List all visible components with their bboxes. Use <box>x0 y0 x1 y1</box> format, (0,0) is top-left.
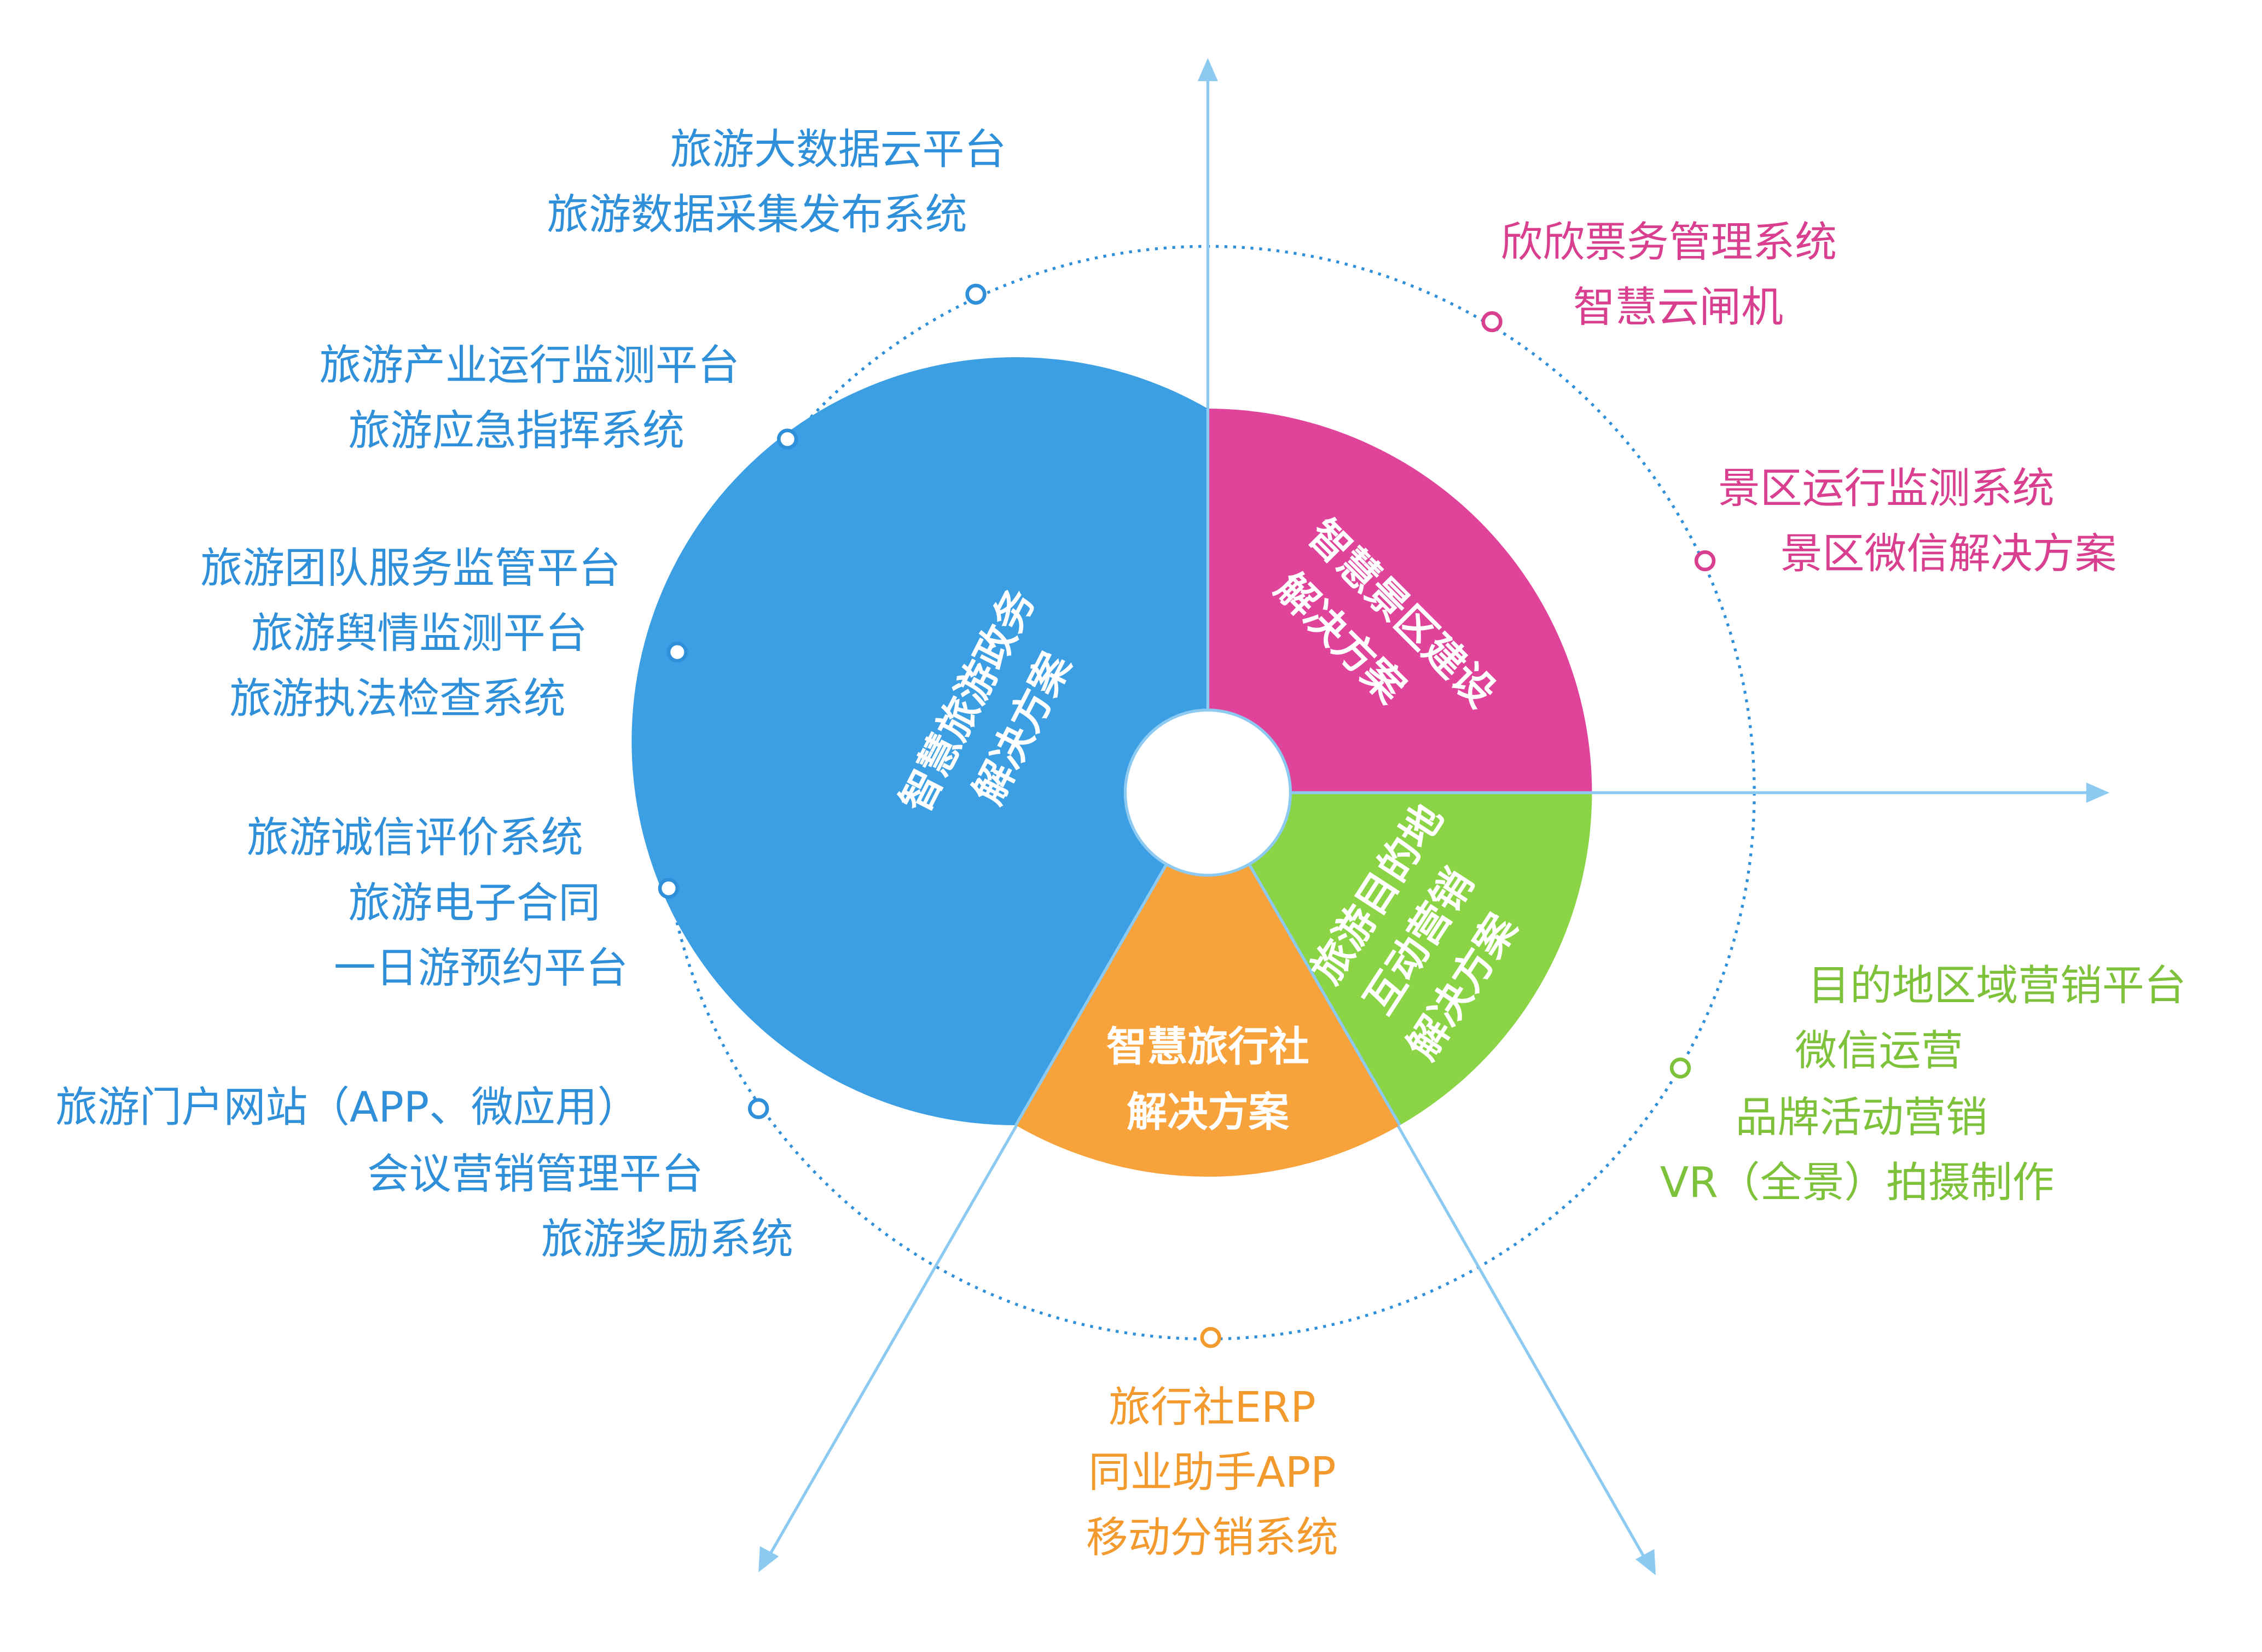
label-group-blue-1: 旅游大数据云平台 旅游数据采集发布系统 <box>547 125 1006 239</box>
label-item: 旅行社ERP <box>1109 1383 1316 1432</box>
label-item: VR（全景）拍摄制作 <box>1660 1159 2054 1207</box>
marker-blue-5 <box>747 1098 769 1119</box>
marker-pink-2 <box>1694 550 1716 572</box>
arrow-right-icon <box>2086 782 2110 803</box>
label-group-blue-5: 旅游门户网站（APP、微应用） 会议营销管理平台 旅游奖励系统 <box>55 1083 793 1264</box>
marker-blue-1 <box>965 283 987 305</box>
marker-pink-1 <box>1481 311 1503 333</box>
label-item: 智慧云闸机 <box>1573 283 1783 332</box>
label-item: 旅游应急指挥系统 <box>348 406 685 455</box>
marker-blue-3 <box>666 641 688 663</box>
label-item: 旅游舆情监测平台 <box>251 609 588 658</box>
label-group-pink-2: 景区运行监测系统 景区微信解决方案 <box>1718 464 2116 578</box>
sector-blue-government[interactable] <box>631 357 1208 1126</box>
label-group-pink-1: 欣欣票务管理系统 智慧云闸机 <box>1501 218 1837 332</box>
label-item: 旅游执法检查系统 <box>229 674 566 723</box>
ring-markers <box>658 283 1716 1348</box>
center-hole <box>1123 708 1292 877</box>
marker-blue-2 <box>776 428 798 450</box>
label-group-blue-4: 旅游诚信评价系统 旅游电子合同 一日游预约平台 <box>247 814 628 993</box>
sector-orange-line-2: 解决方案 <box>1127 1089 1289 1136</box>
label-item: 景区微信解决方案 <box>1780 530 2117 578</box>
arrowheads <box>758 57 2110 1575</box>
label-item: 旅游门户网站（APP、微应用） <box>55 1083 639 1132</box>
label-item: 旅游奖励系统 <box>541 1215 793 1264</box>
label-item: 旅游电子合同 <box>348 879 600 928</box>
label-item: 欣欣票务管理系统 <box>1501 218 1837 267</box>
label-item: 会议营销管理平台 <box>367 1150 703 1199</box>
sector-pink-scenic[interactable] <box>1208 409 1592 793</box>
label-item: 移动分销系统 <box>1086 1514 1338 1562</box>
label-group-blue-3: 旅游团队服务监管平台 旅游舆情监测平台 旅游执法检查系统 <box>200 544 620 723</box>
marker-orange <box>1200 1327 1221 1348</box>
label-group-blue-2: 旅游产业运行监测平台 旅游应急指挥系统 <box>319 341 739 455</box>
label-item: 目的地区域营销平台 <box>1808 962 2186 1010</box>
sector-orange-agency[interactable] <box>1016 793 1400 1177</box>
label-item: 景区运行监测系统 <box>1718 464 2055 513</box>
label-item: 旅游诚信评价系统 <box>247 814 583 863</box>
label-item: 同业助手APP <box>1088 1449 1336 1497</box>
label-item: 旅游大数据云平台 <box>670 125 1006 174</box>
label-item: 旅游数据采集发布系统 <box>547 191 967 240</box>
sector-orange-line-1: 智慧旅行社 <box>1106 1023 1309 1071</box>
sector-green-destination[interactable] <box>1208 793 1592 1126</box>
label-item: 旅游团队服务监管平台 <box>200 544 620 593</box>
arrow-lower-left-icon <box>758 1546 779 1573</box>
label-item: 旅游产业运行监测平台 <box>319 341 739 390</box>
arrow-up-icon <box>1197 57 1218 82</box>
label-item: 微信运营 <box>1795 1027 1963 1075</box>
marker-blue-4 <box>658 877 680 899</box>
label-group-orange: 旅行社ERP 同业助手APP 移动分销系统 <box>1086 1383 1338 1562</box>
label-item: 品牌活动营销 <box>1736 1093 1988 1142</box>
marker-green <box>1669 1057 1691 1079</box>
label-group-green: 目的地区域营销平台 微信运营 品牌活动营销 VR（全景）拍摄制作 <box>1660 962 2186 1207</box>
label-item: 一日游预约平台 <box>334 944 628 993</box>
arrow-lower-right-icon <box>1635 1549 1656 1575</box>
